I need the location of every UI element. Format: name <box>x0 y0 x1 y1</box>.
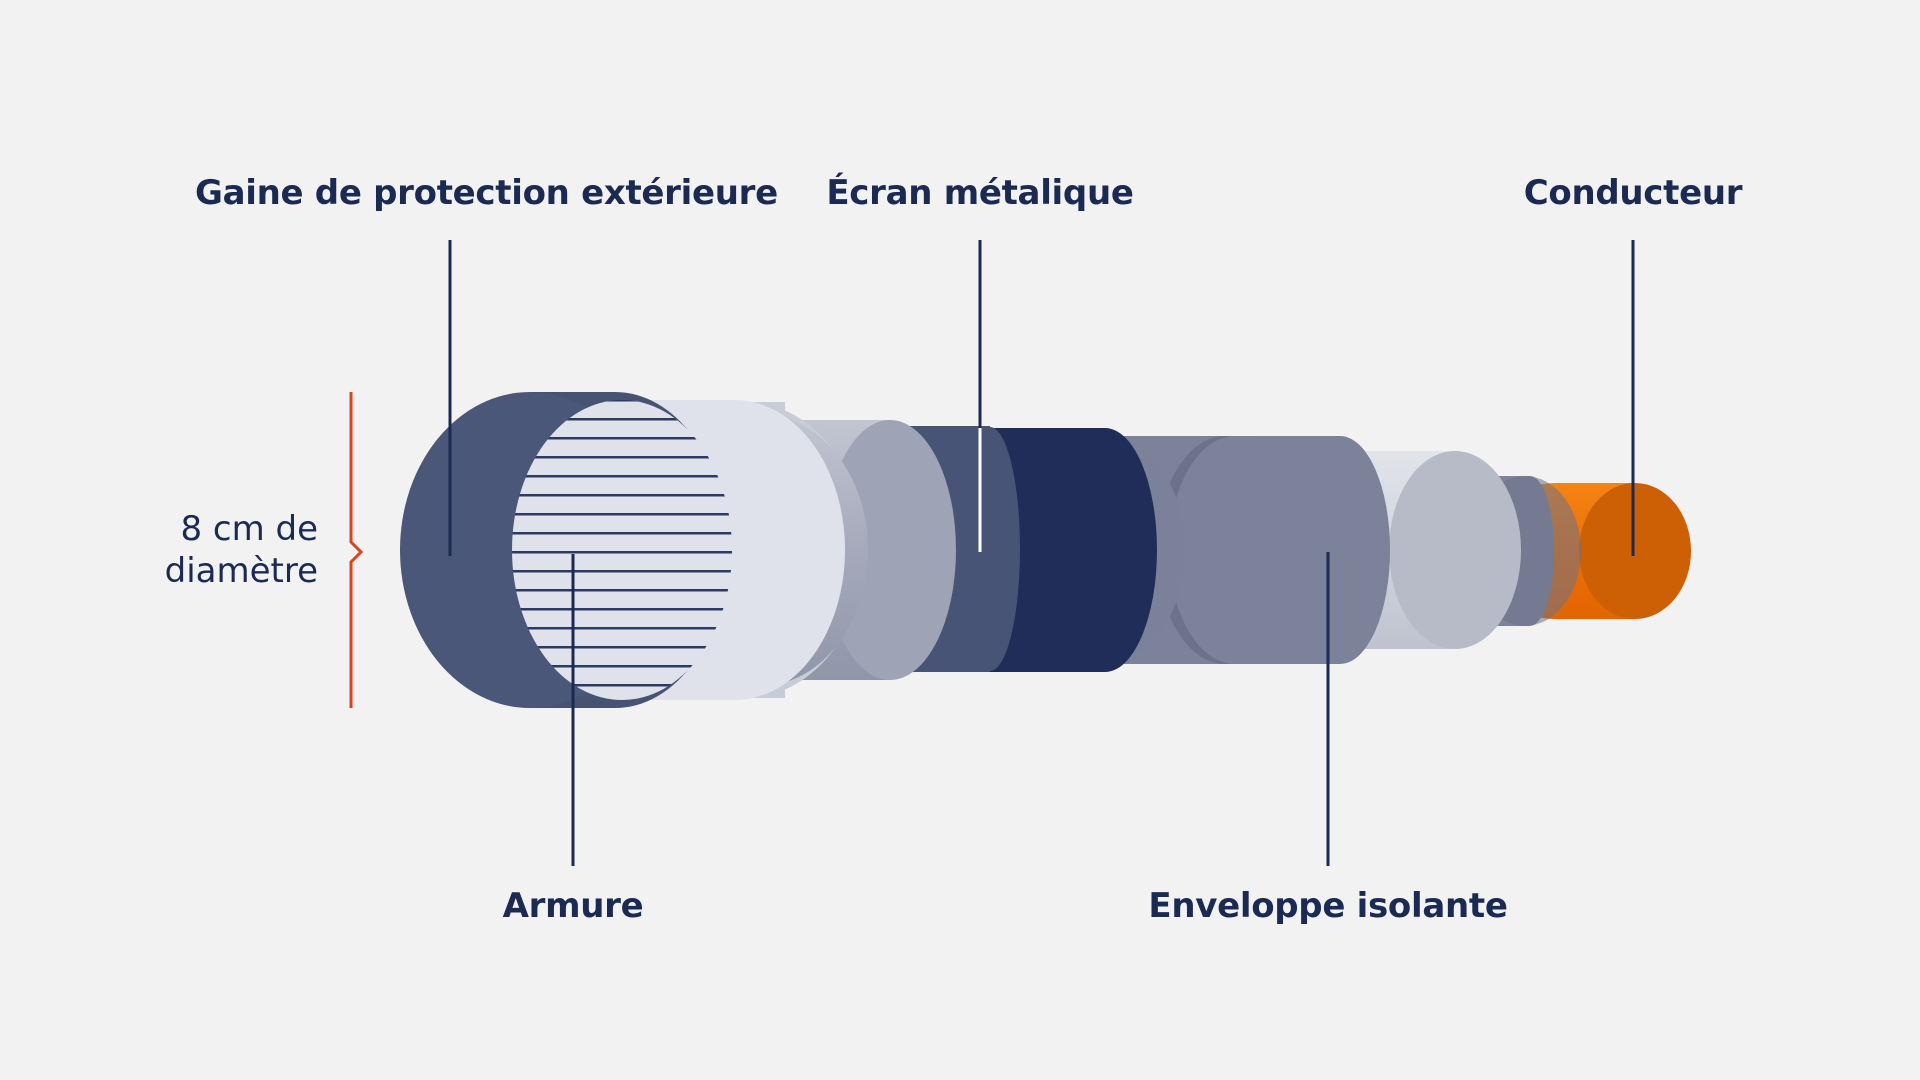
diameter-label-line2: diamètre <box>164 551 318 591</box>
label-armour: Armure <box>502 886 644 926</box>
diameter-bracket <box>349 392 364 708</box>
diameter-label-line1: 8 cm de <box>180 509 318 549</box>
outer-sheath-layer <box>400 392 732 708</box>
label-outer-sheath: Gaine de protection extérieure <box>195 173 778 213</box>
label-insulation: Enveloppe isolante <box>1148 886 1508 926</box>
diameter-label: 8 cm de diamètre <box>58 508 318 592</box>
label-conductor: Conducteur <box>1523 173 1743 213</box>
label-metal-screen: Écran métalique <box>826 173 1134 213</box>
